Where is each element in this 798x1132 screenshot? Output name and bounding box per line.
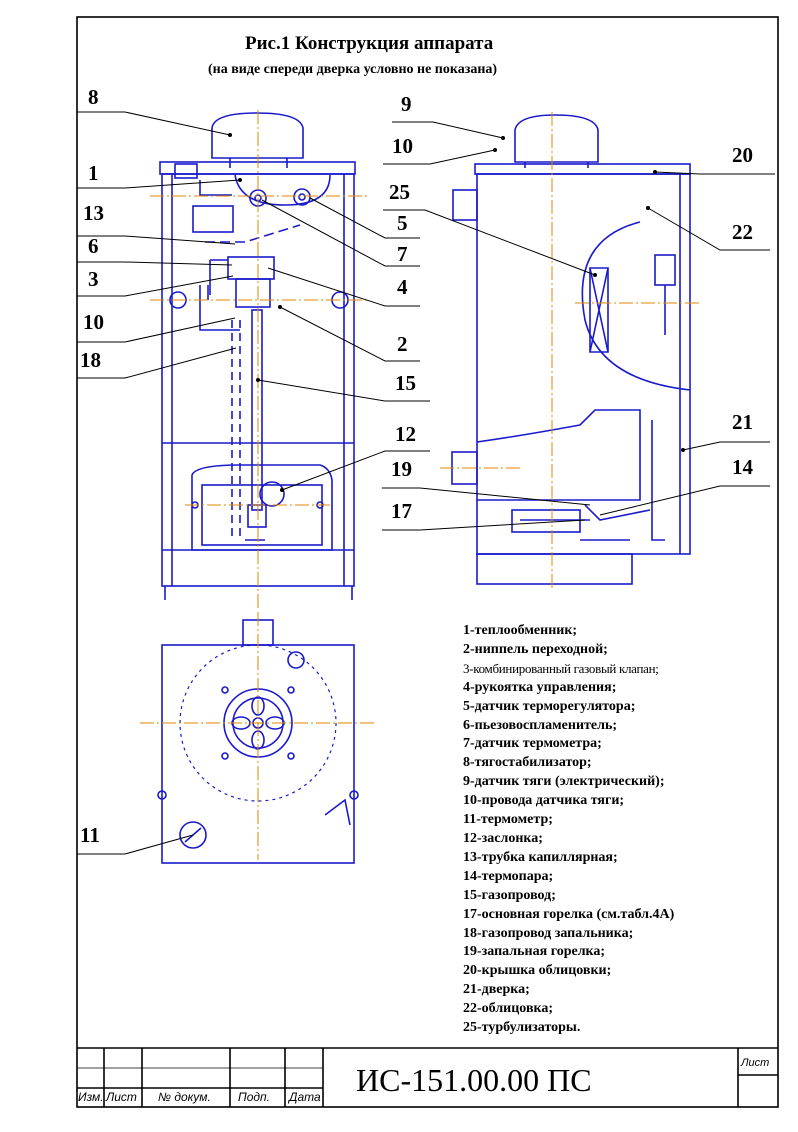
- legend-item: 2-ниппель переходной;: [463, 641, 608, 657]
- legend-item: 11-термометр;: [463, 812, 553, 828]
- callout-7: 7: [397, 242, 408, 266]
- legend-item: 5-датчик терморегулятора;: [463, 698, 636, 714]
- sheet-label: Лист: [741, 1057, 770, 1069]
- legend-item: 1-теплообменник;: [463, 623, 578, 638]
- leader-dots: [228, 133, 685, 492]
- legend-item: 10-провода датчика тяги;: [463, 793, 625, 809]
- legend-item: 12-заслонка;: [463, 830, 543, 846]
- document-number: ИС-151.00.00 ПС: [356, 1062, 592, 1098]
- callout-13: 13: [83, 201, 104, 225]
- callout-14: 14: [732, 455, 753, 479]
- legend-item: 18-газопровод запальника;: [463, 925, 634, 941]
- legend-item: 4-рукоятка управления;: [463, 679, 617, 695]
- legend-item: 9-датчик тяги (электрический);: [463, 774, 665, 790]
- callout-11: 11: [80, 823, 100, 847]
- callout-17: 17: [391, 499, 412, 523]
- drawing-subtitle: (на виде спереди дверка условно не показ…: [208, 62, 498, 77]
- legend-item: 13-трубка капиллярная;: [463, 849, 618, 865]
- column-sheet: Лист: [106, 1090, 137, 1104]
- callout-12: 12: [395, 422, 416, 446]
- legend-item: 14-термопара;: [463, 868, 554, 884]
- legend-item: 22-облицовка;: [463, 1001, 554, 1017]
- callout-10-left: 10: [83, 310, 104, 334]
- column-signature: Подп.: [238, 1090, 270, 1104]
- legend-item: 6-пьезовоспламенитель;: [463, 717, 618, 733]
- callout-1: 1: [88, 161, 99, 185]
- legend-item: 3-комбинированный газовый клапан;: [463, 660, 659, 676]
- callout-20: 20: [732, 143, 753, 167]
- callout-21: 21: [732, 410, 753, 434]
- column-date: Дата: [289, 1090, 321, 1104]
- column-change: Изм.: [78, 1090, 104, 1104]
- legend-item: 20-крышка облицовки;: [463, 963, 612, 979]
- callout-25: 25: [389, 180, 410, 204]
- legend-item: 8-тягостабилизатор;: [463, 755, 592, 771]
- callout-18: 18: [80, 348, 101, 372]
- callout-8: 8: [88, 85, 99, 109]
- legend-item: 19-запальная горелка;: [463, 944, 606, 960]
- column-doc-number: № докум.: [158, 1090, 211, 1104]
- callout-15: 15: [395, 371, 416, 395]
- sheet-frame: [76, 16, 779, 1108]
- legend-item: 21-дверка;: [463, 982, 530, 998]
- callout-19: 19: [391, 457, 412, 481]
- legend-item: 7-датчик термометра;: [463, 736, 602, 752]
- drawing-title: Рис.1 Конструкция аппарата: [245, 33, 494, 54]
- axis-lines: [140, 110, 700, 860]
- legend-item: 25-турбулизаторы.: [463, 1020, 581, 1036]
- title-block: [77, 1047, 778, 1107]
- callout-6: 6: [88, 234, 99, 258]
- legend-item: 15-газопровод;: [463, 887, 556, 903]
- callout-10-top: 10: [392, 134, 413, 158]
- callout-4: 4: [397, 275, 408, 299]
- side-view: [451, 114, 691, 585]
- callout-5: 5: [397, 211, 408, 235]
- callout-9: 9: [401, 92, 412, 116]
- callout-2: 2: [397, 332, 408, 356]
- callout-22: 22: [732, 220, 753, 244]
- parts-legend: 1-теплообменник; 2-ниппель переходной; 3…: [463, 622, 674, 1038]
- leader-lines: [77, 111, 775, 855]
- legend-item: 17-основная горелка (см.табл.4А): [463, 906, 675, 922]
- callout-3: 3: [88, 267, 99, 291]
